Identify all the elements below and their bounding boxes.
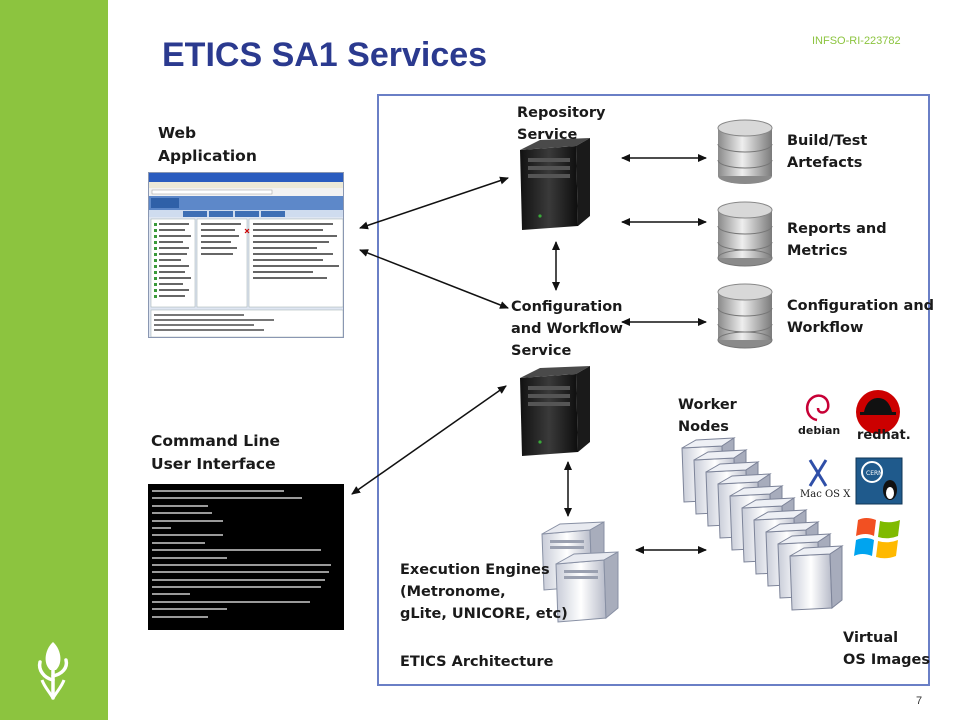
slide-title: ETICS SA1 Services: [162, 36, 488, 74]
project-id: INFSO-RI-223782: [812, 35, 901, 47]
sprout-logo-icon: [37, 642, 69, 700]
web-application-label: Web Application: [158, 124, 257, 165]
database-icon-reports: [717, 201, 773, 267]
svg-text:CERN: CERN: [866, 470, 883, 477]
db-label-reports: Reports and Metrics: [787, 221, 887, 259]
command-line-screenshot: [148, 484, 344, 630]
db-label-configuration: Configuration and Workflow: [787, 298, 935, 336]
debian-logo-icon: [805, 394, 830, 422]
command-line-label: Command Line User Interface: [151, 432, 281, 473]
worker-nodes-icon: [681, 437, 844, 611]
arrow-cli-config: [351, 385, 507, 495]
configuration-service-label: Configuration and Workflow Service: [511, 299, 623, 359]
page-number: 7: [916, 695, 923, 707]
virtual-os-images-label: Virtual OS Images: [843, 630, 930, 668]
execution-engines-label: Execution Engines (Metronome, gLite, UNI…: [400, 562, 568, 622]
repository-server-icon: [520, 138, 590, 230]
debian-label: debian: [798, 424, 841, 437]
configuration-server-icon: [520, 366, 590, 456]
windows-logo-icon: [854, 518, 900, 559]
sidebar-band: [0, 0, 108, 720]
web-application-screenshot: [148, 172, 344, 338]
arrow-web-config: [359, 249, 509, 309]
architecture-caption: ETICS Architecture: [400, 654, 554, 670]
execution-engine-servers-icon: [541, 521, 619, 623]
worker-nodes-label: Worker Nodes: [678, 397, 737, 435]
database-icon-configuration: [717, 283, 773, 349]
redhat-label: redhat.: [857, 428, 911, 443]
db-label-artefacts: Build/Test Artefacts: [787, 133, 868, 171]
cern-linux-logo-icon: CERN: [855, 457, 903, 505]
repository-service-label: Repository Service: [517, 105, 606, 143]
arrow-web-repository: [359, 176, 509, 230]
macosx-label: Mac OS X: [800, 489, 851, 500]
database-icon-artefacts: [717, 119, 773, 184]
redhat-logo-icon: [856, 390, 900, 434]
macosx-logo-icon: [808, 459, 828, 487]
